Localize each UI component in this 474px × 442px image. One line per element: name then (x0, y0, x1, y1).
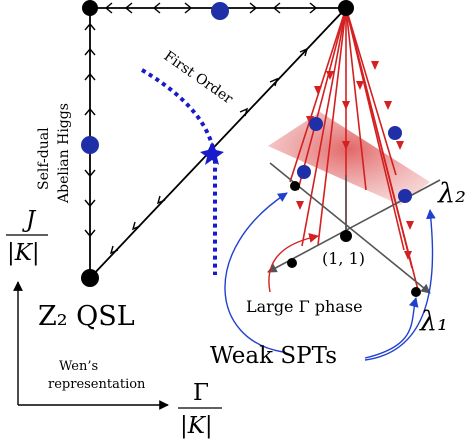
flow-arrowheads (84, 2, 318, 255)
self-dual-label: Self-dual (36, 127, 52, 190)
coordinate-axes (13, 281, 169, 410)
weak-spts-label: Weak SPTs (210, 343, 337, 369)
abelian-higgs-label: Abelian Higgs (56, 103, 72, 204)
red-flow-lines (289, 7, 419, 291)
large-gamma-arrow (268, 233, 319, 293)
y-axis-numerator: J (22, 207, 37, 233)
lambda2-label: λ₂ (437, 178, 466, 209)
qsl-label: Z₂ QSL (38, 301, 135, 332)
first-order-line (140, 68, 218, 275)
lambda1-label: λ₁ (419, 306, 448, 337)
point-11-label: (1, 1) (322, 249, 365, 268)
first-order-label: First Order (161, 48, 236, 107)
representation-label: representation (48, 377, 146, 392)
blue-fixed-points (81, 2, 412, 203)
wens-label: Wen’s (59, 359, 98, 374)
weak-spt-arrows (224, 192, 436, 361)
red-flow-arrowheads (296, 61, 414, 260)
large-gamma-label: Large Γ phase (246, 297, 363, 316)
black-fixed-points (81, 0, 421, 297)
first-order-point (200, 142, 224, 165)
x-axis-numerator: Γ (193, 380, 209, 406)
x-axis-denominator: |K| (180, 413, 213, 439)
y-axis-denominator: |K| (7, 240, 40, 266)
